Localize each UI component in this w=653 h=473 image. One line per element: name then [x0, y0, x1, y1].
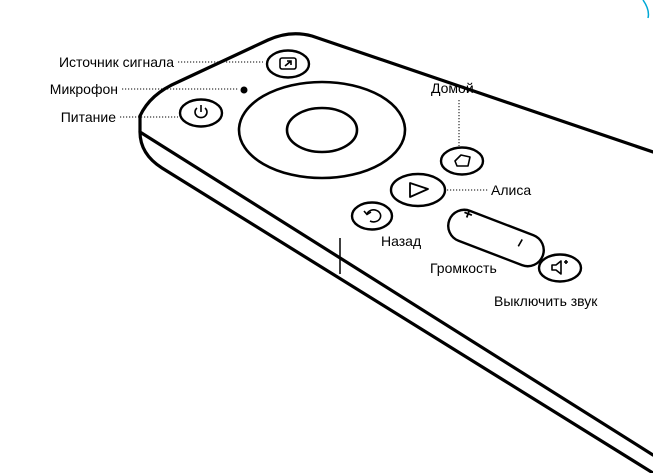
remote-body-outline	[138, 32, 653, 154]
label-microphone: Микрофон	[49, 81, 118, 97]
back-icon	[363, 209, 382, 223]
alice-button[interactable]	[389, 172, 447, 208]
mute-button[interactable]	[537, 253, 583, 283]
back-button[interactable]	[350, 201, 394, 231]
home-button[interactable]	[439, 146, 485, 176]
corner-accent-mark	[642, 0, 650, 19]
power-icon	[194, 105, 208, 119]
input-source-icon	[279, 57, 297, 70]
ok-button[interactable]	[285, 106, 359, 154]
label-power: Питание	[60, 109, 116, 125]
alice-icon	[409, 182, 429, 198]
microphone-dot	[240, 86, 248, 94]
label-input-source: Источник сигнала	[58, 54, 174, 70]
label-volume: Громкость	[430, 260, 497, 276]
label-alice: Алиса	[491, 182, 532, 198]
label-home: Домой	[431, 80, 474, 96]
remote-top-edge	[138, 114, 653, 457]
power-button[interactable]	[178, 98, 224, 128]
volume-rocker[interactable]	[444, 205, 549, 271]
remote-bottom-edge	[138, 130, 653, 473]
home-icon	[454, 154, 471, 167]
label-mute: Выключить звук	[494, 293, 598, 309]
mute-icon	[551, 260, 568, 275]
label-back: Назад	[381, 233, 422, 249]
